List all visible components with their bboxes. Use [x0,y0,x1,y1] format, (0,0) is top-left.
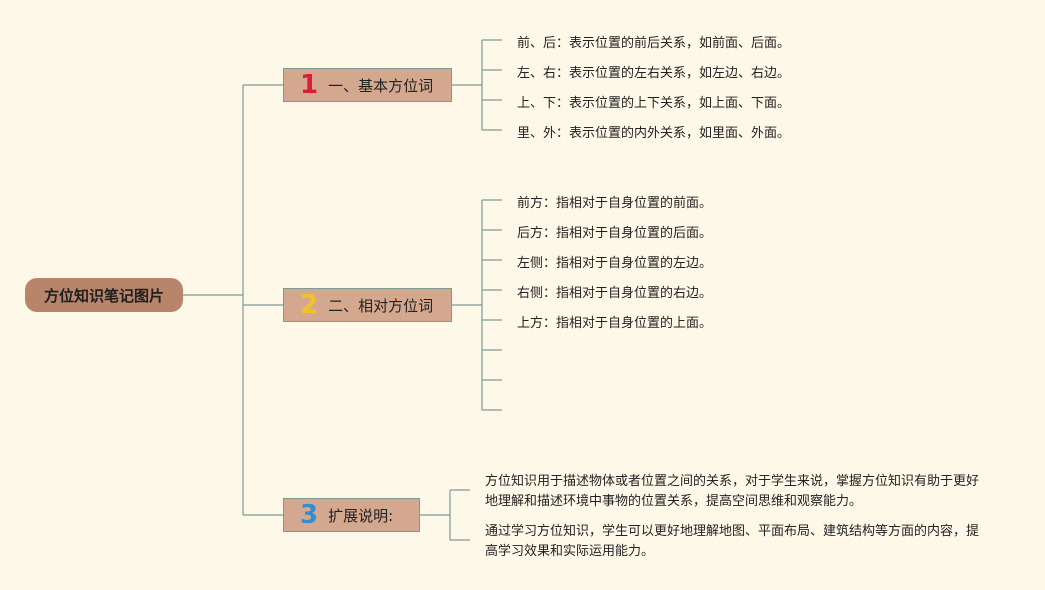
leaf-front-side: 前方：指相对于自身位置的前面。 [517,196,713,211]
branch-extended-notes: 3 扩展说明: [283,498,420,532]
branch-relative-directions: 2 二、相对方位词 [283,288,452,322]
root-label: 方位知识笔记图片 [43,286,164,305]
paragraph-purpose: 方位知识用于描述物体或者位置之间的关系，对于学生来说，掌握方位知识有助于更好地理… [485,474,980,509]
leaf-left-right: 左、右：表示位置的左右关系，如左边、右边。 [517,66,791,81]
leaf-top-side: 上方：指相对于自身位置的上面。 [517,316,713,331]
branch-label: 二、相对方位词 [328,296,434,315]
branch-number-3: 3 [300,500,319,530]
leaf-left-side: 左侧：指相对于自身位置的左边。 [517,256,713,271]
root-node: 方位知识笔记图片 [25,278,183,312]
leaf-in-out: 里、外：表示位置的内外关系，如里面、外面。 [517,126,791,141]
paragraph-benefits: 通过学习方位知识，学生可以更好地理解地图、平面布局、建筑结构等方面的内容，提高学… [485,524,980,559]
branch-label: 扩展说明: [328,506,394,525]
leaf-right-side: 右侧：指相对于自身位置的右边。 [517,286,713,301]
branch-basic-directions: 1 一、基本方位词 [283,68,452,102]
branch-number-2: 2 [300,290,319,320]
leaf-back-side: 后方：指相对于自身位置的后面。 [517,226,713,241]
branch-label: 一、基本方位词 [328,76,434,95]
leaf-up-down: 上、下：表示位置的上下关系，如上面、下面。 [517,96,791,111]
branch-number-1: 1 [300,70,319,100]
leaf-front-back: 前、后：表示位置的前后关系，如前面、后面。 [517,36,791,51]
